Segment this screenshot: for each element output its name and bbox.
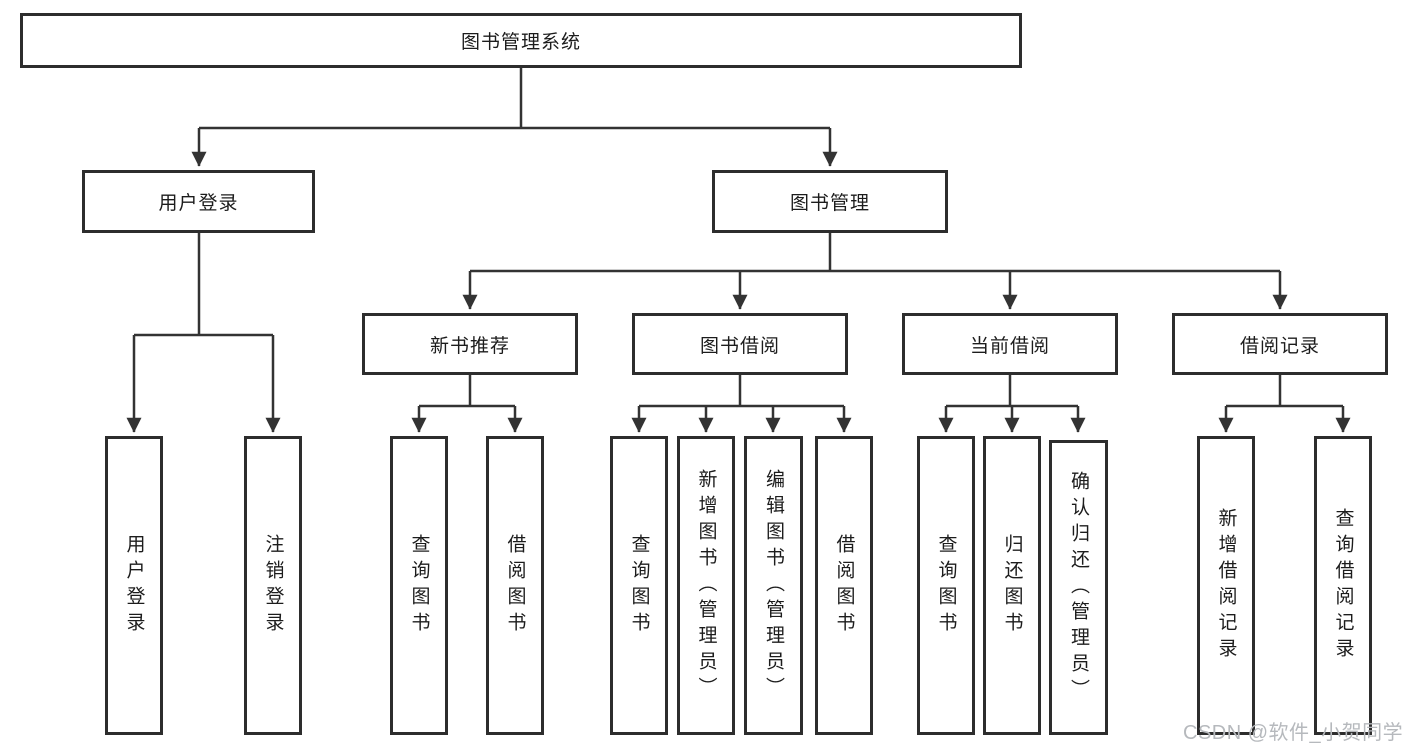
leaf-add-borrow-record: 新增借阅记录 xyxy=(1197,436,1255,735)
node-user-login: 用户登录 xyxy=(82,170,315,233)
leaf-query-books-recommend: 查询图书 xyxy=(390,436,448,735)
leaf-label: 新增借阅记录 xyxy=(1215,507,1237,664)
node-current-borrowing: 当前借阅 xyxy=(902,313,1118,375)
leaf-edit-books-admin: 编辑图书（管理员） xyxy=(744,436,803,735)
leaf-label: 用户登录 xyxy=(123,533,145,638)
leaf-query-books-borrowing: 查询图书 xyxy=(610,436,668,735)
leaf-add-books-admin: 新增图书（管理员） xyxy=(677,436,735,735)
leaf-borrow-books-recommend: 借阅图书 xyxy=(486,436,544,735)
leaf-label: 查询图书 xyxy=(628,533,650,638)
leaf-confirm-return-admin: 确认归还（管理员） xyxy=(1049,440,1108,735)
leaf-return-books: 归还图书 xyxy=(983,436,1041,735)
leaf-label: 归还图书 xyxy=(1001,533,1023,638)
leaf-label: 借阅图书 xyxy=(504,533,526,638)
leaf-query-borrow-record: 查询借阅记录 xyxy=(1314,436,1372,735)
node-book-borrowing: 图书借阅 xyxy=(632,313,848,375)
leaf-label: 借阅图书 xyxy=(833,533,855,638)
leaf-query-books-current: 查询图书 xyxy=(917,436,975,735)
csdn-watermark: CSDN @软件_小贺同学 xyxy=(1183,722,1404,744)
leaf-label: 查询借阅记录 xyxy=(1332,507,1354,664)
node-book-management: 图书管理 xyxy=(712,170,948,233)
leaf-label: 查询图书 xyxy=(935,533,957,638)
leaf-label: 编辑图书（管理员） xyxy=(763,468,784,703)
leaf-logout-login: 注销登录 xyxy=(244,436,302,735)
leaf-user-login: 用户登录 xyxy=(105,436,163,735)
leaf-label: 注销登录 xyxy=(262,533,284,638)
leaf-label: 查询图书 xyxy=(408,533,430,638)
leaf-label: 确认归还（管理员） xyxy=(1068,470,1089,705)
node-borrowing-records: 借阅记录 xyxy=(1172,313,1388,375)
leaf-label: 新增图书（管理员） xyxy=(695,468,717,703)
node-new-book-recommend: 新书推荐 xyxy=(362,313,578,375)
node-library-system: 图书管理系统 xyxy=(20,13,1022,68)
leaf-borrow-books-borrowing: 借阅图书 xyxy=(815,436,873,735)
